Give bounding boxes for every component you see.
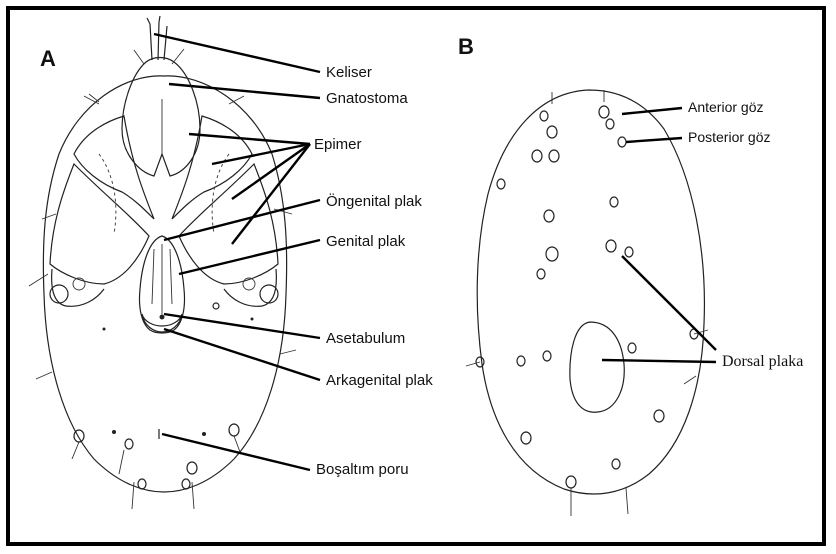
dorsal-plate-outline xyxy=(570,322,624,412)
label-bosaltim-poru: Boşaltım poru xyxy=(316,461,409,478)
dorsal-body-outline xyxy=(477,90,704,494)
epimer-plate-3 xyxy=(50,164,149,284)
label-ongenital-plak: Öngenital plak xyxy=(326,192,422,210)
label-dorsal-plaka: Dorsal plaka xyxy=(722,353,803,370)
label-asetabulum: Asetabulum xyxy=(326,330,405,347)
dorsal-glandularia xyxy=(476,126,698,488)
label-anterior-goz: Anterior göz xyxy=(688,99,763,115)
chelicerae xyxy=(147,16,167,60)
panel-a-letter: A xyxy=(40,46,56,71)
label-posterior-goz: Posterior göz xyxy=(688,129,770,145)
glandularia-a xyxy=(72,303,254,489)
figure-frame: A B Keliser Gnatostoma Epimer Öngenital … xyxy=(6,6,826,546)
panel-b-drawing xyxy=(466,90,708,516)
label-epimer: Epimer xyxy=(314,136,362,153)
mite-diagram: A B Keliser Gnatostoma Epimer Öngenital … xyxy=(10,10,822,542)
label-keliser: Keliser xyxy=(326,64,372,81)
panel-b-letter: B xyxy=(458,34,474,59)
epimer-plate-1 xyxy=(74,116,154,219)
label-gnatostoma: Gnatostoma xyxy=(326,90,408,107)
label-genital-plak: Genital plak xyxy=(326,233,406,250)
acetabulum-dot xyxy=(160,315,165,320)
gnathosoma-shape xyxy=(122,58,200,177)
label-arkagenital-plak: Arkagenital plak xyxy=(326,372,433,389)
